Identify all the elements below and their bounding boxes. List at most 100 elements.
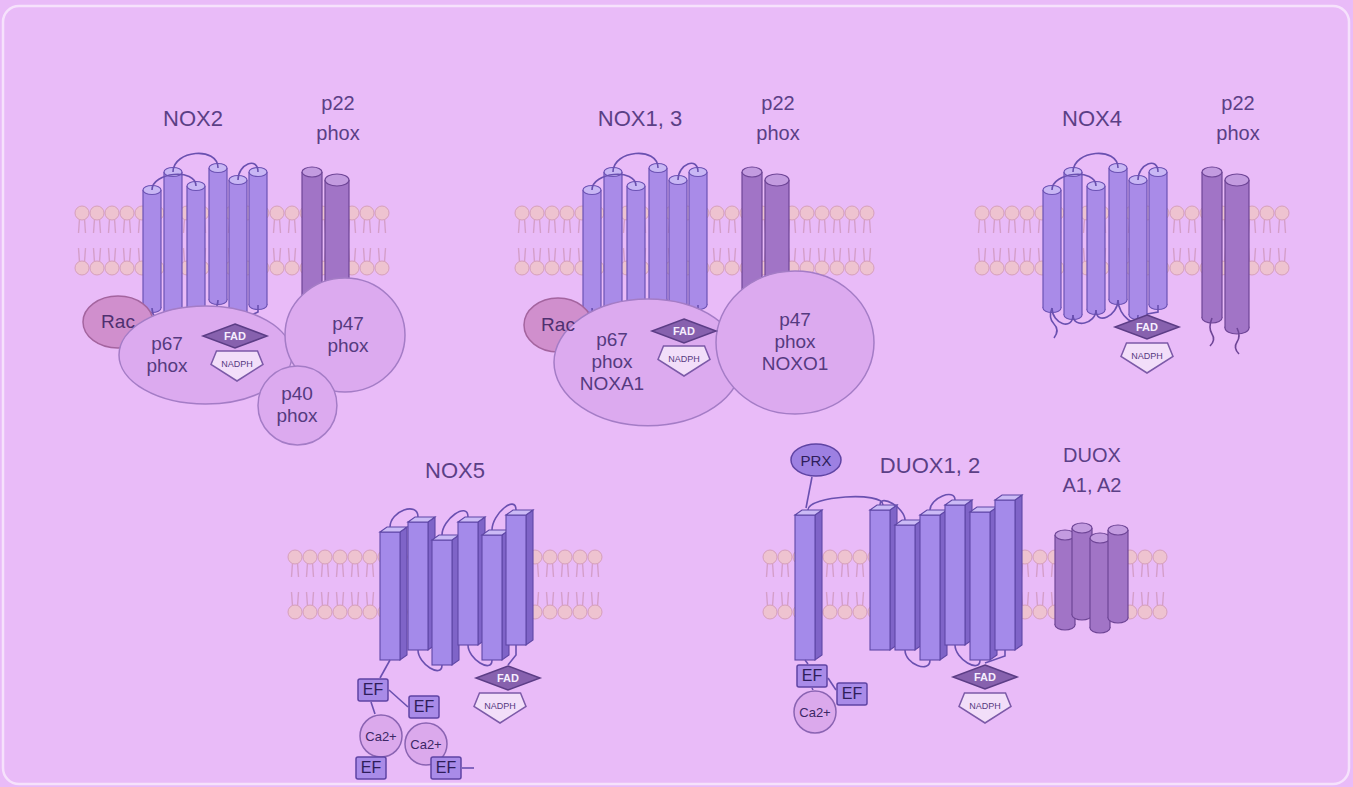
helix-edge xyxy=(1107,530,1108,618)
prism-top xyxy=(458,517,485,522)
node-text: NADPH xyxy=(668,354,700,364)
helix-cylinder xyxy=(229,176,247,320)
lipid-tail xyxy=(1270,219,1271,233)
helix-cylinder xyxy=(689,168,707,310)
lipid-tail xyxy=(274,219,275,233)
nadph-pentagon: NADPH xyxy=(958,692,1012,724)
lipid-tail xyxy=(292,563,293,577)
peptide-loop xyxy=(880,501,905,520)
lipid-tail xyxy=(767,563,768,577)
lipid-tail xyxy=(773,563,774,577)
helix-edge xyxy=(228,180,229,315)
prism-top xyxy=(506,510,533,515)
lipid-head xyxy=(90,206,104,220)
loops xyxy=(152,153,1239,768)
p22-tail xyxy=(1210,318,1214,346)
helix-edge xyxy=(686,180,687,315)
peptide-loop xyxy=(955,645,980,666)
lipid-tail xyxy=(1030,248,1031,262)
lipid-tail xyxy=(720,219,721,233)
lipid-tail xyxy=(729,248,730,262)
helix-cap xyxy=(1202,167,1222,177)
peptide-loop xyxy=(442,511,468,535)
helix-body xyxy=(1149,172,1167,305)
node-text: EF xyxy=(361,759,381,777)
lipid-tail xyxy=(373,592,374,606)
lipid-head xyxy=(823,605,837,619)
subunit-label: p22 phox xyxy=(1209,88,1267,148)
nadph-pentagon: NADPH xyxy=(657,345,711,377)
peptide-loop xyxy=(492,504,516,530)
lipid-head xyxy=(1033,605,1047,619)
lipid-tail xyxy=(1052,592,1053,606)
node-shape xyxy=(554,299,742,426)
lipid-head xyxy=(105,206,119,220)
lipid-tail xyxy=(525,219,526,233)
lipid-head xyxy=(1005,206,1019,220)
lipid-head xyxy=(763,605,777,619)
helix-edge xyxy=(666,168,667,300)
lipid-head xyxy=(815,206,829,220)
enzyme-title: NOX1, 3 xyxy=(598,106,682,132)
lipid-tail xyxy=(592,592,593,606)
helix-edge xyxy=(668,180,669,315)
nadph-pentagon: NADPH xyxy=(210,350,264,382)
prism-top xyxy=(482,530,509,535)
lipid-tail xyxy=(328,592,329,606)
node-shape xyxy=(358,679,388,701)
peptide-loop xyxy=(930,495,955,510)
lipid-head xyxy=(375,261,389,275)
lipid-head xyxy=(363,550,377,564)
lipid-tail xyxy=(985,248,986,262)
lipid-head xyxy=(558,605,572,619)
lipid-tail xyxy=(834,248,835,262)
lipid-tail xyxy=(519,248,520,262)
lipid-tail xyxy=(274,248,275,262)
lipid-head xyxy=(830,261,844,275)
lipid-tail xyxy=(130,248,131,262)
lipid-tail xyxy=(370,219,371,233)
helix-body xyxy=(1087,186,1105,310)
helix-edge xyxy=(1081,172,1082,315)
node-text: EF xyxy=(414,698,434,716)
lipid-tail xyxy=(115,248,116,262)
lipid-head xyxy=(990,206,1004,220)
lipid-tail xyxy=(85,219,86,233)
helix-body xyxy=(1072,528,1092,615)
node-text: FAD xyxy=(1136,321,1158,334)
lipid-tail xyxy=(1015,219,1016,233)
helix-body xyxy=(209,168,227,300)
lipid-tail xyxy=(825,219,826,233)
lipid-head xyxy=(860,261,874,275)
ef-link xyxy=(389,690,408,707)
lipid-head xyxy=(588,605,602,619)
lipid-tail xyxy=(1180,219,1181,233)
lipid-tail xyxy=(289,219,290,233)
prism-front xyxy=(795,515,815,660)
subunit-label: p22 phox xyxy=(309,88,367,148)
lipid-head xyxy=(558,550,572,564)
lipid-tail xyxy=(525,248,526,262)
lipid-tail xyxy=(94,219,95,233)
lipid-tail xyxy=(1270,248,1271,262)
node-text: FAD xyxy=(497,672,519,685)
lipid-tail xyxy=(849,219,850,233)
lipid-head xyxy=(1020,206,1034,220)
lipid-tail xyxy=(1142,592,1143,606)
lipid-head xyxy=(990,261,1004,275)
peptide-loop xyxy=(468,645,492,666)
lipid-tail xyxy=(124,219,125,233)
lipid-head xyxy=(763,550,777,564)
lipid-tail xyxy=(1039,248,1040,262)
lipid-head xyxy=(288,605,302,619)
helix-cylinder xyxy=(1202,167,1222,323)
lipid-tail xyxy=(298,563,299,577)
lipid-tail xyxy=(364,248,365,262)
lipid-tail xyxy=(833,563,834,577)
peptide-loop xyxy=(613,153,658,172)
lipid-tail xyxy=(848,592,849,606)
enzyme-title: NOX4 xyxy=(1062,106,1122,132)
lipid-tail xyxy=(94,248,95,262)
helix-cap xyxy=(1108,525,1128,535)
lipid-head xyxy=(360,261,374,275)
